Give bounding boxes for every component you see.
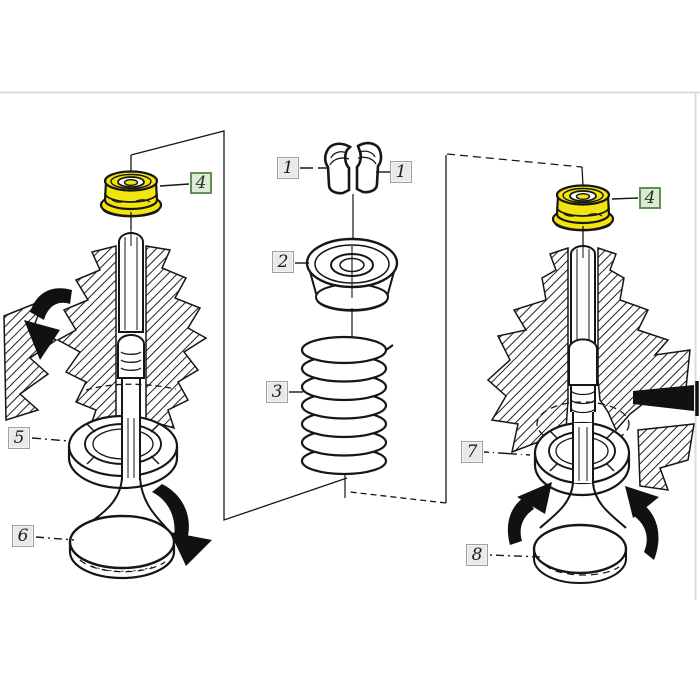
callout-5[interactable]: 5 xyxy=(8,427,30,449)
callout-1-right[interactable]: 1 xyxy=(390,161,412,183)
callout-label: 4 xyxy=(644,187,656,208)
straight-arrow-bar xyxy=(633,381,699,416)
left-valve xyxy=(68,414,176,580)
rotation-arrow-up-right xyxy=(507,482,552,545)
callout-label: 2 xyxy=(277,251,289,272)
callout-label: 6 xyxy=(17,525,29,546)
callout-8[interactable]: 8 xyxy=(466,544,488,566)
right-valve-assembly xyxy=(486,166,699,584)
rotation-arrow-down-right xyxy=(152,484,212,566)
spring-retainer-cap xyxy=(305,237,399,338)
left-valve-stem xyxy=(117,212,145,416)
left-valve-stem-seal-highlighted xyxy=(99,170,163,218)
callout-2[interactable]: 2 xyxy=(272,251,294,273)
callout-label: 5 xyxy=(13,427,25,448)
callout-leader-lines xyxy=(31,167,639,558)
left-valve-assembly xyxy=(3,155,212,580)
callout-6[interactable]: 6 xyxy=(12,525,34,547)
callout-3[interactable]: 3 xyxy=(266,381,288,403)
valve-keepers xyxy=(323,141,383,195)
center-exploded-parts xyxy=(300,141,399,498)
callout-4-left[interactable]: 4 xyxy=(190,172,212,194)
callout-label: 1 xyxy=(395,161,407,182)
rotation-arrow-down-left xyxy=(24,288,72,360)
rotation-arrow-up-left xyxy=(625,486,659,560)
callout-label: 3 xyxy=(271,381,283,402)
right-valve-stem-seal-highlighted xyxy=(551,184,615,232)
right-valve-stem xyxy=(568,226,598,423)
callout-7[interactable]: 7 xyxy=(461,441,483,463)
separator-panels xyxy=(130,130,583,521)
left-cylinder-head-section xyxy=(3,245,208,430)
callout-label: 4 xyxy=(195,172,207,193)
callout-label: 7 xyxy=(466,441,478,462)
callout-1-left[interactable]: 1 xyxy=(277,157,299,179)
callout-4-right[interactable]: 4 xyxy=(639,187,661,209)
callout-label: 8 xyxy=(471,544,483,565)
right-valve xyxy=(532,423,628,584)
callout-label: 1 xyxy=(282,157,294,178)
left-seat-dashed-line xyxy=(85,383,177,391)
valve-spring xyxy=(300,335,394,498)
frame-lines xyxy=(0,91,700,600)
